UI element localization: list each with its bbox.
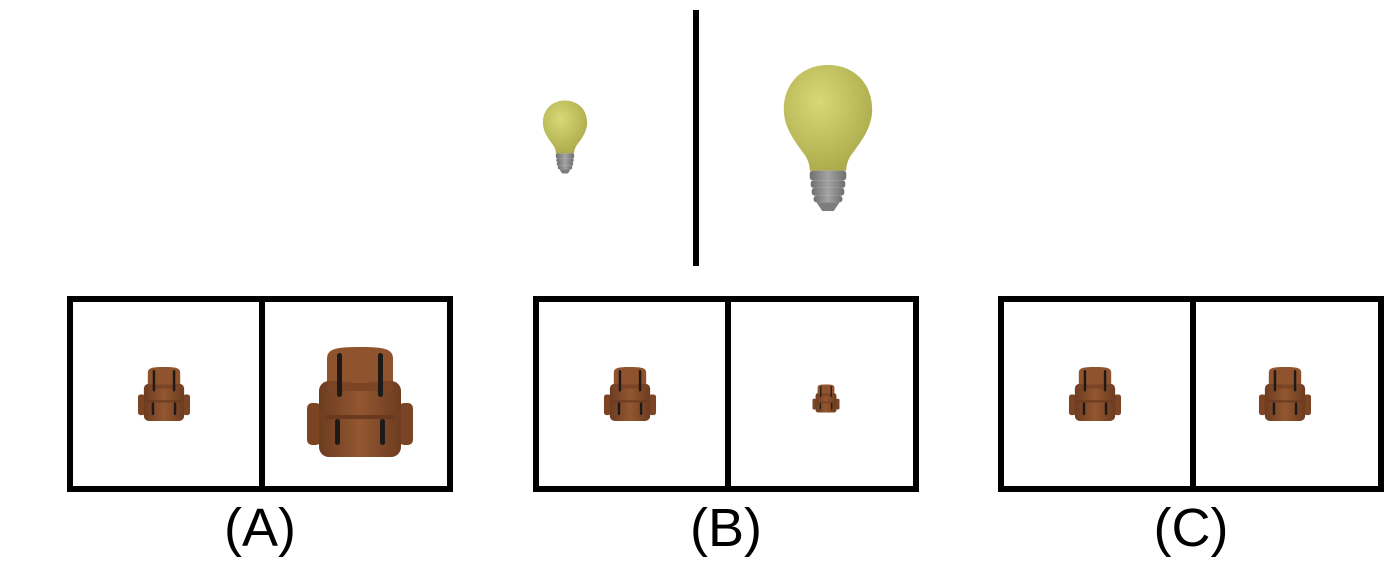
- backpack-icon: [305, 345, 415, 459]
- backpack-icon: [812, 384, 840, 413]
- option-b-label: (B): [690, 498, 762, 558]
- option-b-frame[interactable]: [533, 296, 919, 492]
- prompt-divider: [693, 10, 699, 266]
- backpack-icon: [137, 366, 191, 422]
- option-divider: [1190, 302, 1196, 486]
- option-divider: [259, 302, 265, 486]
- option-a-label: (A): [224, 498, 296, 558]
- backpack-icon: [603, 366, 657, 422]
- option-c-label: (C): [1153, 498, 1229, 558]
- option-divider: [725, 302, 731, 486]
- backpack-icon: [1258, 366, 1312, 422]
- option-a-frame[interactable]: [67, 296, 453, 492]
- lightbulb-icon: [780, 58, 876, 218]
- option-c-frame[interactable]: [998, 296, 1384, 492]
- lightbulb-icon: [541, 97, 589, 177]
- backpack-icon: [1068, 366, 1122, 422]
